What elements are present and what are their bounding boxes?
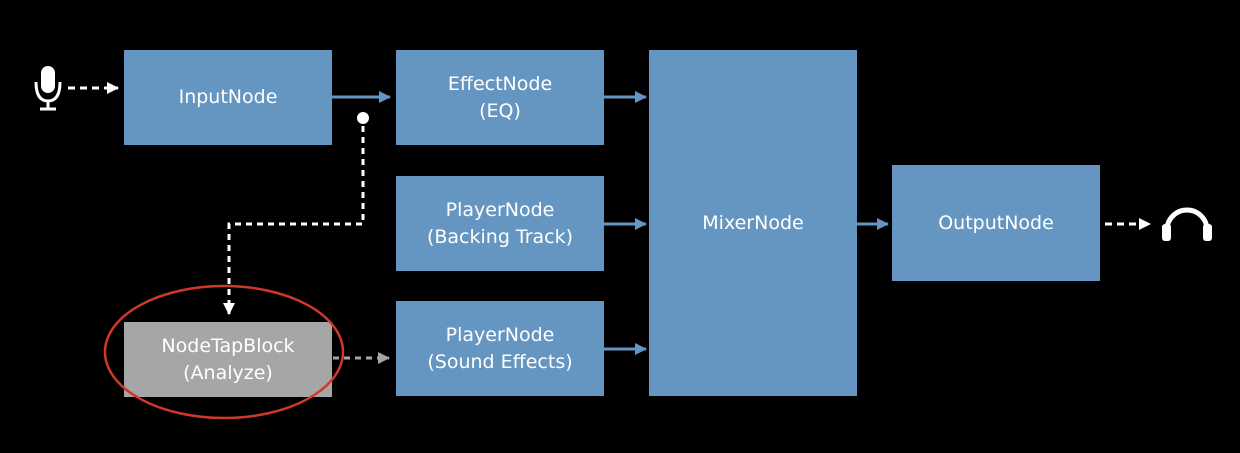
player-node-backing-track: PlayerNode (Backing Track) bbox=[396, 176, 604, 271]
tap-point bbox=[357, 112, 369, 124]
tap-link bbox=[223, 126, 365, 315]
input-node: InputNode bbox=[124, 50, 332, 145]
node-tap-block-sublabel: (Analyze) bbox=[183, 361, 273, 384]
mixer-node-label: MixerNode bbox=[702, 211, 804, 234]
output-node: OutputNode bbox=[892, 165, 1100, 281]
effect-node-sublabel: (EQ) bbox=[479, 99, 521, 122]
player-node-label: PlayerNode bbox=[445, 198, 555, 221]
player-node-sublabel: (Sound Effects) bbox=[427, 350, 573, 373]
output-node-label: OutputNode bbox=[938, 211, 1054, 234]
node-tap-block-label: NodeTapBlock bbox=[161, 334, 295, 357]
mixer-node: MixerNode bbox=[649, 50, 857, 396]
node-tap-block: NodeTapBlock (Analyze) bbox=[124, 322, 332, 397]
player-node-sound-effects: PlayerNode (Sound Effects) bbox=[396, 301, 604, 396]
player-node-label: PlayerNode bbox=[445, 323, 555, 346]
effect-node-label: EffectNode bbox=[447, 72, 553, 95]
effect-node: EffectNode (EQ) bbox=[396, 50, 604, 145]
microphone-icon bbox=[34, 66, 62, 111]
headphones-icon bbox=[1162, 207, 1212, 241]
player-node-sublabel: (Backing Track) bbox=[426, 225, 574, 248]
input-node-label: InputNode bbox=[178, 86, 278, 108]
